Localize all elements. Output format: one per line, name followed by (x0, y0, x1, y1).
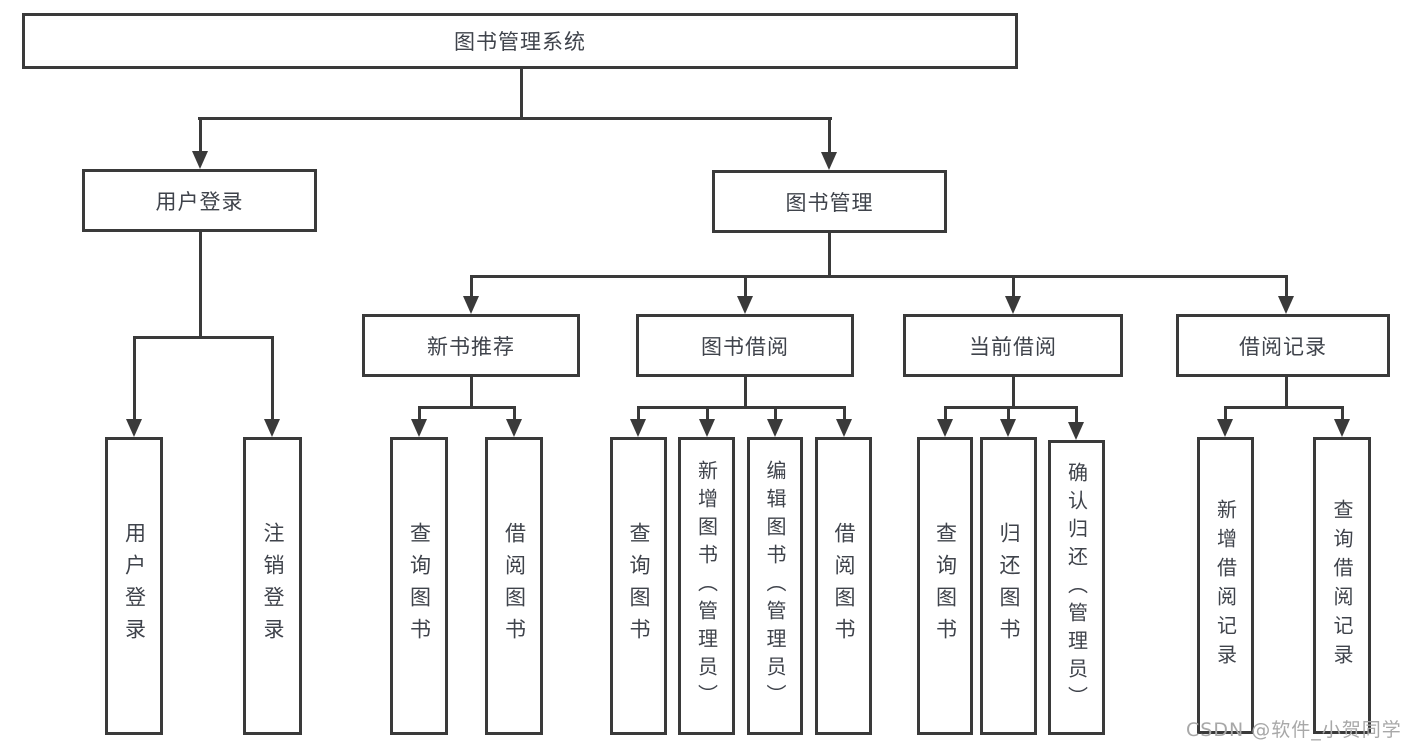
node-book-management: 图书管理 (712, 170, 947, 233)
node-label: 确认归还（管理员） (1064, 461, 1089, 714)
node-label: 当前借阅 (969, 334, 1057, 359)
leaf-bb-edit-books-admin: 编辑图书（管理员） (747, 437, 803, 735)
tree-connector-arrow-shaft (271, 339, 274, 421)
tree-connector-arrow-shaft (828, 119, 831, 154)
tree-connector-vertical (744, 377, 747, 408)
tree-connector-vertical (520, 69, 523, 119)
arrowhead-icon (737, 296, 753, 314)
arrowhead-icon (1000, 419, 1016, 437)
arrowhead-icon (264, 419, 280, 437)
node-label: 注销登录 (261, 522, 285, 650)
tree-connector-vertical (1012, 377, 1015, 408)
tree-connector-arrow-shaft (133, 339, 136, 421)
tree-connector-horizontal (1224, 406, 1344, 409)
node-label: 借阅记录 (1239, 334, 1327, 359)
node-user-login: 用户登录 (82, 169, 317, 232)
leaf-br-add-record: 新增借阅记录 (1197, 437, 1254, 734)
node-current-borrow: 当前借阅 (903, 314, 1123, 377)
arrowhead-icon (1278, 296, 1294, 314)
tree-connector-arrow-shaft (1007, 408, 1010, 421)
tree-connector-arrow-shaft (1075, 408, 1078, 424)
leaf-bb-borrow-books: 借阅图书 (815, 437, 872, 735)
arrowhead-icon (767, 419, 783, 437)
node-label: 用户登录 (122, 522, 147, 650)
tree-connector-horizontal (133, 336, 274, 339)
arrowhead-icon (836, 419, 852, 437)
node-label: 编辑图书（管理员） (763, 460, 787, 712)
arrowhead-icon (463, 296, 479, 314)
tree-connector-horizontal (637, 406, 846, 409)
arrowhead-icon (937, 419, 953, 437)
csdn-watermark: CSDN @软件_小贺同学 (1186, 719, 1402, 741)
arrowhead-icon (630, 419, 646, 437)
tree-connector-arrow-shaft (843, 408, 846, 421)
node-label: 借阅图书 (832, 522, 856, 650)
node-borrow-records: 借阅记录 (1176, 314, 1390, 377)
leaf-cb-return-books: 归还图书 (980, 437, 1037, 735)
tree-connector-vertical (1285, 377, 1288, 408)
arrowhead-icon (192, 151, 208, 169)
tree-connector-arrow-shaft (199, 119, 202, 153)
tree-connector-horizontal (944, 406, 1078, 409)
tree-connector-arrow-shaft (1285, 277, 1288, 298)
node-library-system: 图书管理系统 (22, 13, 1018, 69)
node-label: 图书管理 (785, 190, 874, 215)
tree-connector-horizontal (470, 275, 1288, 278)
tree-connector-arrow-shaft (418, 408, 421, 421)
tree-connector-arrow-shaft (1341, 408, 1344, 421)
node-label: 用户登录 (155, 189, 244, 214)
tree-connector-arrow-shaft (706, 408, 709, 421)
arrowhead-icon (506, 419, 522, 437)
node-label: 新增图书（管理员） (694, 460, 719, 712)
arrowhead-icon (1068, 422, 1084, 440)
node-label: 借阅图书 (502, 522, 527, 650)
tree-connector-arrow-shaft (774, 408, 777, 421)
tree-connector-arrow-shaft (470, 277, 473, 298)
node-label: 图书借阅 (701, 334, 789, 359)
node-new-book-recommend: 新书推荐 (362, 314, 580, 377)
leaf-logout: 注销登录 (243, 437, 302, 735)
arrowhead-icon (699, 419, 715, 437)
tree-connector-arrow-shaft (944, 408, 947, 421)
tree-connector-arrow-shaft (1012, 277, 1015, 298)
tree-connector-vertical (828, 233, 831, 277)
leaf-user-login: 用户登录 (105, 437, 163, 735)
node-book-borrow: 图书借阅 (636, 314, 854, 377)
tree-connector-vertical (470, 377, 473, 408)
tree-connector-horizontal (198, 117, 832, 120)
node-label: 查询图书 (627, 522, 651, 650)
node-label: 查询图书 (407, 522, 432, 650)
tree-connector-arrow-shaft (744, 277, 747, 298)
arrowhead-icon (821, 152, 837, 170)
node-label: 图书管理系统 (454, 30, 586, 54)
leaf-cb-query-books: 查询图书 (917, 437, 973, 735)
leaf-nb-query-books: 查询图书 (390, 437, 448, 735)
arrowhead-icon (411, 419, 427, 437)
tree-connector-horizontal (418, 406, 516, 409)
node-label: 查询图书 (933, 522, 958, 650)
leaf-nb-borrow-books: 借阅图书 (485, 437, 543, 735)
tree-connector-vertical (199, 232, 202, 338)
arrowhead-icon (1334, 419, 1350, 437)
leaf-cb-confirm-return-admin: 确认归还（管理员） (1048, 440, 1105, 735)
leaf-bb-add-books-admin: 新增图书（管理员） (678, 437, 735, 735)
arrowhead-icon (1217, 419, 1233, 437)
tree-connector-arrow-shaft (513, 408, 516, 421)
leaf-bb-query-books: 查询图书 (610, 437, 667, 735)
node-label: 查询借阅记录 (1330, 498, 1354, 673)
node-label: 新增借阅记录 (1213, 498, 1238, 673)
tree-connector-arrow-shaft (1224, 408, 1227, 421)
arrowhead-icon (1005, 296, 1021, 314)
node-label: 归还图书 (997, 522, 1021, 650)
tree-connector-arrow-shaft (637, 408, 640, 421)
arrowhead-icon (126, 419, 142, 437)
leaf-br-query-record: 查询借阅记录 (1313, 437, 1371, 734)
node-label: 新书推荐 (427, 334, 515, 359)
